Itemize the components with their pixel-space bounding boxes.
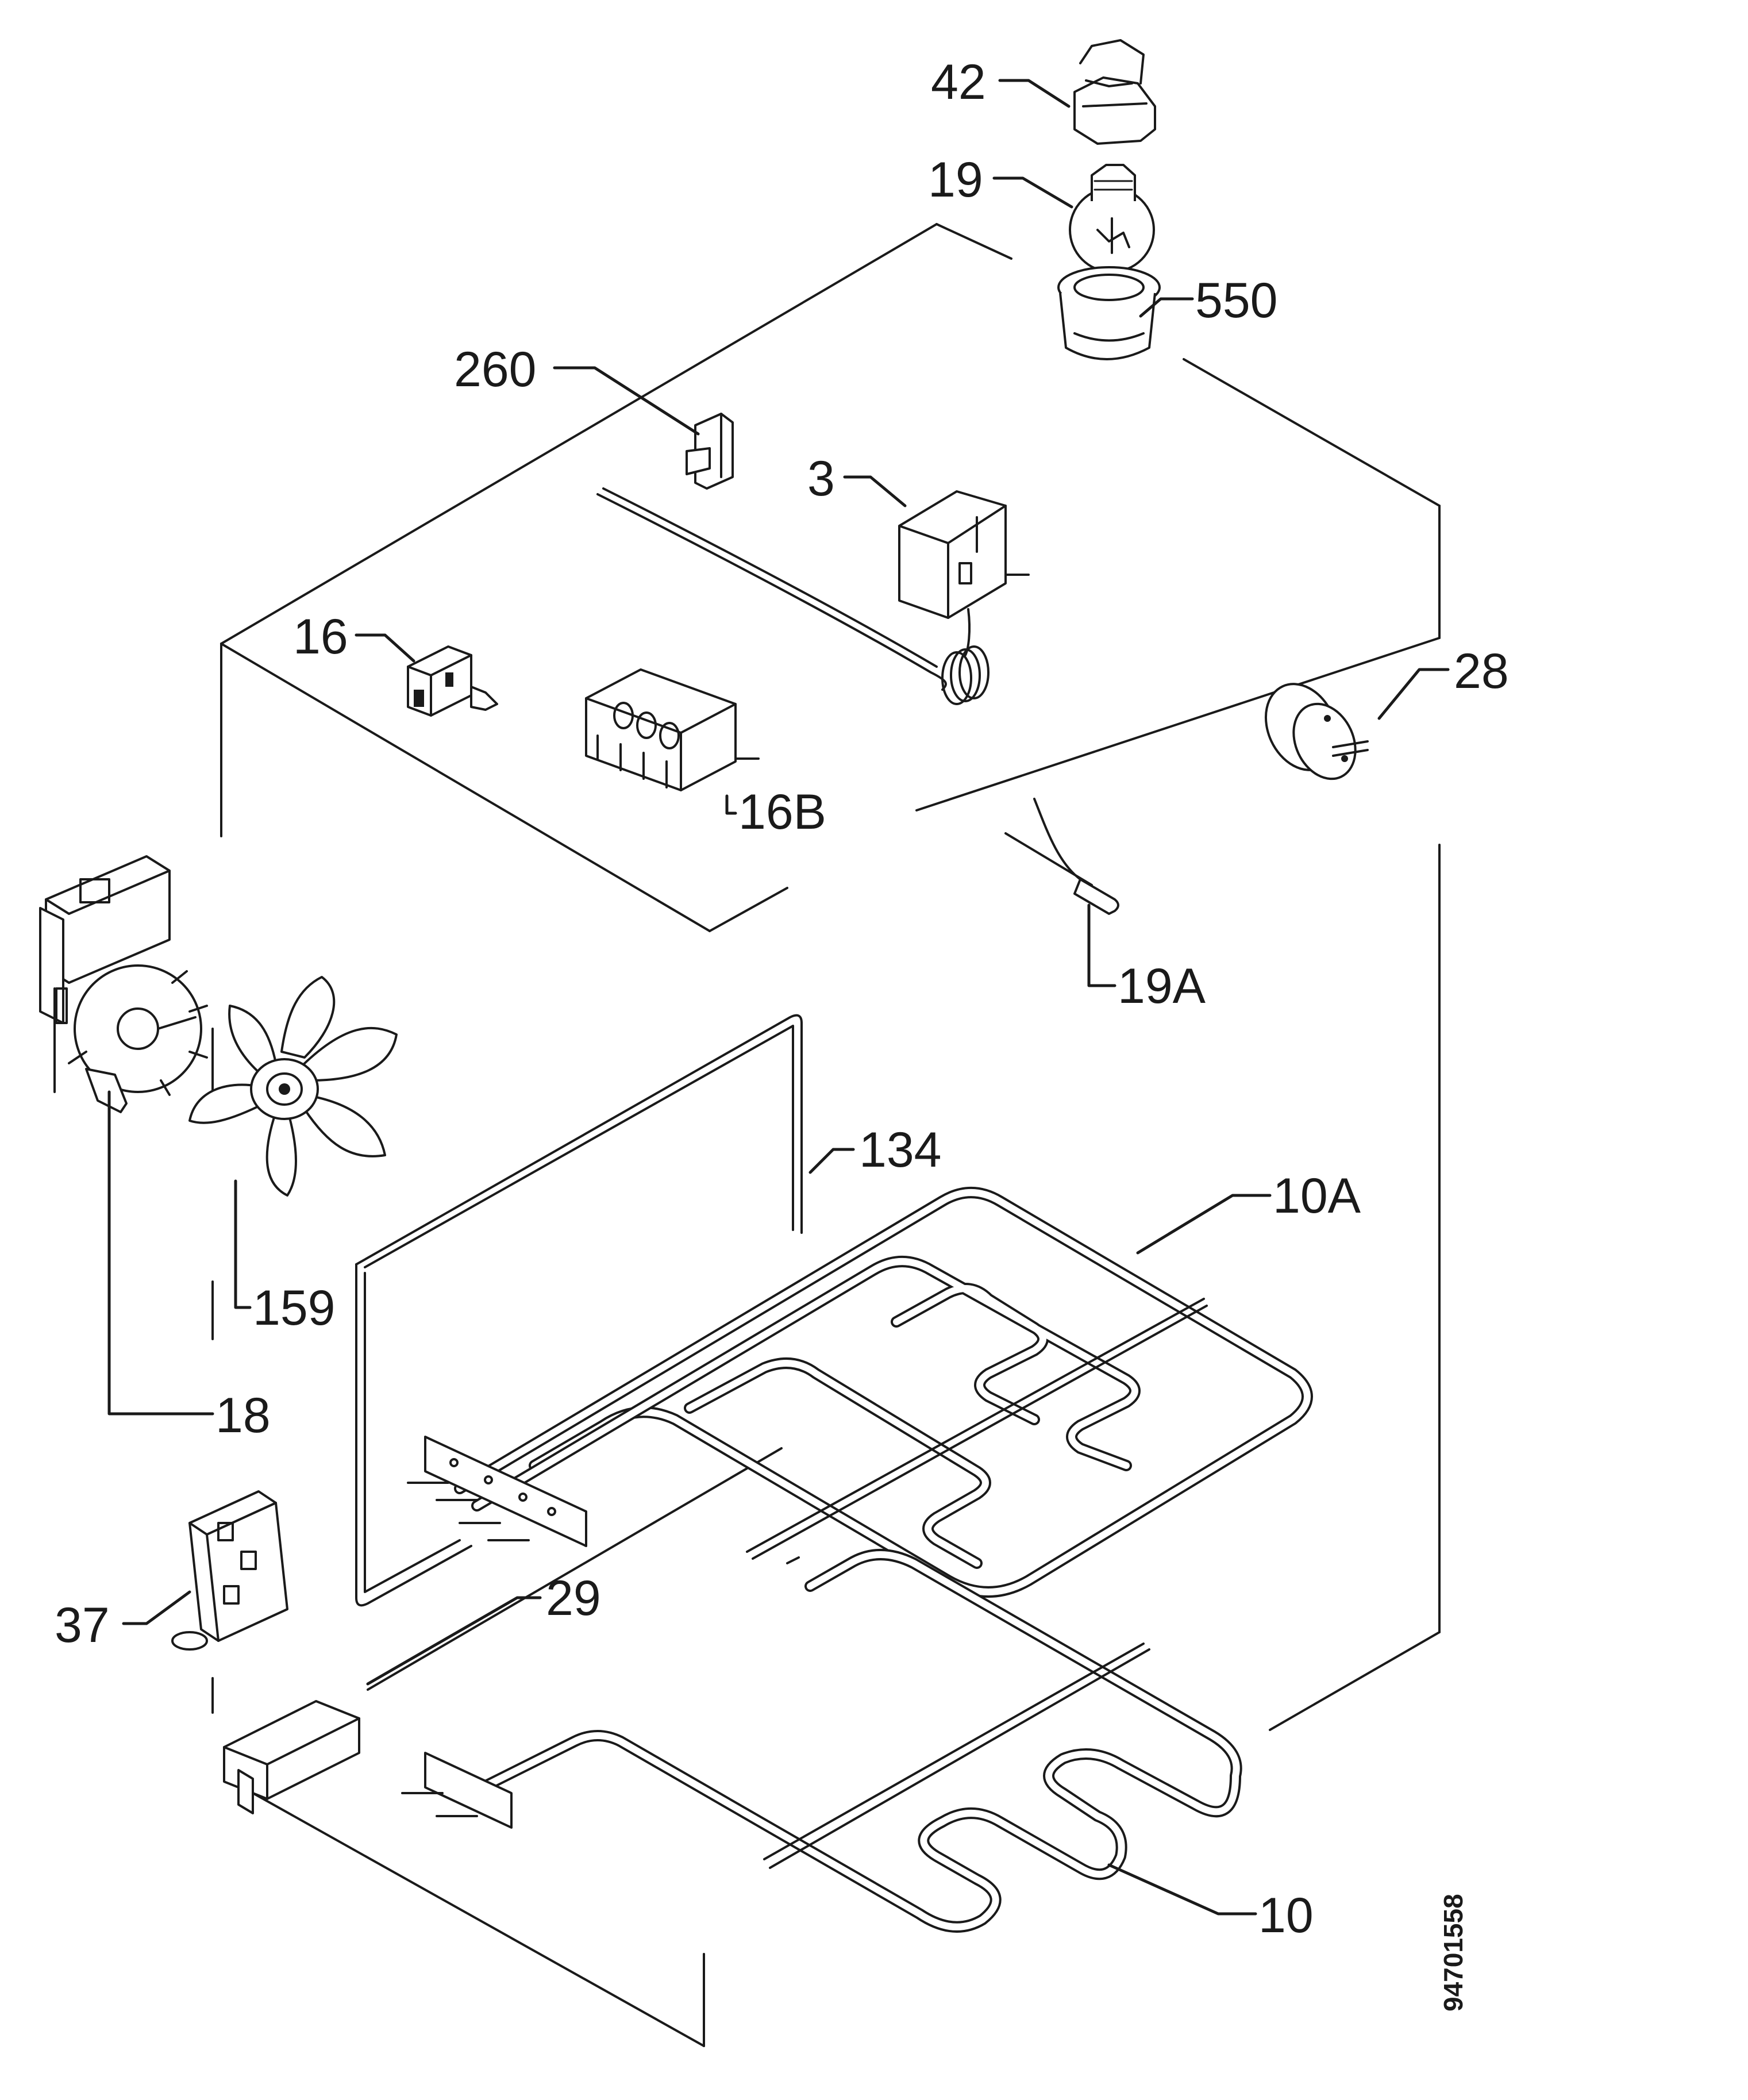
label-19: 19 <box>928 152 983 207</box>
part-29-terminal-block <box>223 1700 360 1814</box>
label-29: 29 <box>546 1571 601 1626</box>
label-10a: 10A <box>1273 1168 1361 1224</box>
part-260-clip <box>686 413 734 490</box>
part-42-lamp-cap <box>1073 39 1156 145</box>
part-3-thermostat <box>596 487 1030 705</box>
part-159-fan-blade <box>188 976 398 1197</box>
label-159: 159 <box>253 1280 336 1336</box>
diagram-code: 94701558 <box>1438 1894 1468 2011</box>
label-134: 134 <box>859 1122 942 1178</box>
part-28-thermostat-knob <box>1264 683 1369 780</box>
label-42: 42 <box>931 55 986 110</box>
part-550-lamp-glass <box>1057 266 1161 360</box>
label-37: 37 <box>55 1598 110 1653</box>
label-19a: 19A <box>1118 959 1206 1014</box>
leader-lines <box>107 79 1450 1916</box>
cabinet-outline <box>211 223 1441 2047</box>
part-10-bottom-element <box>401 1549 1242 1933</box>
label-28: 28 <box>1454 644 1509 699</box>
label-3: 3 <box>807 451 835 506</box>
part-37-bracket <box>171 1490 288 1651</box>
label-16: 16 <box>293 609 348 664</box>
part-16b-selector-switch <box>585 668 760 791</box>
part-19a-sensor <box>1004 798 1119 915</box>
part-19-lamp-bulb <box>1069 164 1155 273</box>
part-18-fan-motor <box>39 855 208 1113</box>
label-550: 550 <box>1195 273 1278 328</box>
label-260: 260 <box>454 342 537 397</box>
label-10: 10 <box>1258 1888 1314 1943</box>
part-labels: 42 19 550 260 3 16 16B 28 19A 134 10A 15… <box>55 55 1509 2011</box>
part-10a-grill-element <box>407 1187 1313 1598</box>
label-18: 18 <box>215 1388 271 1443</box>
part-16-push-switch <box>407 645 498 717</box>
part-134-rear-panel <box>355 1014 803 1607</box>
label-16b: 16B <box>738 784 826 840</box>
